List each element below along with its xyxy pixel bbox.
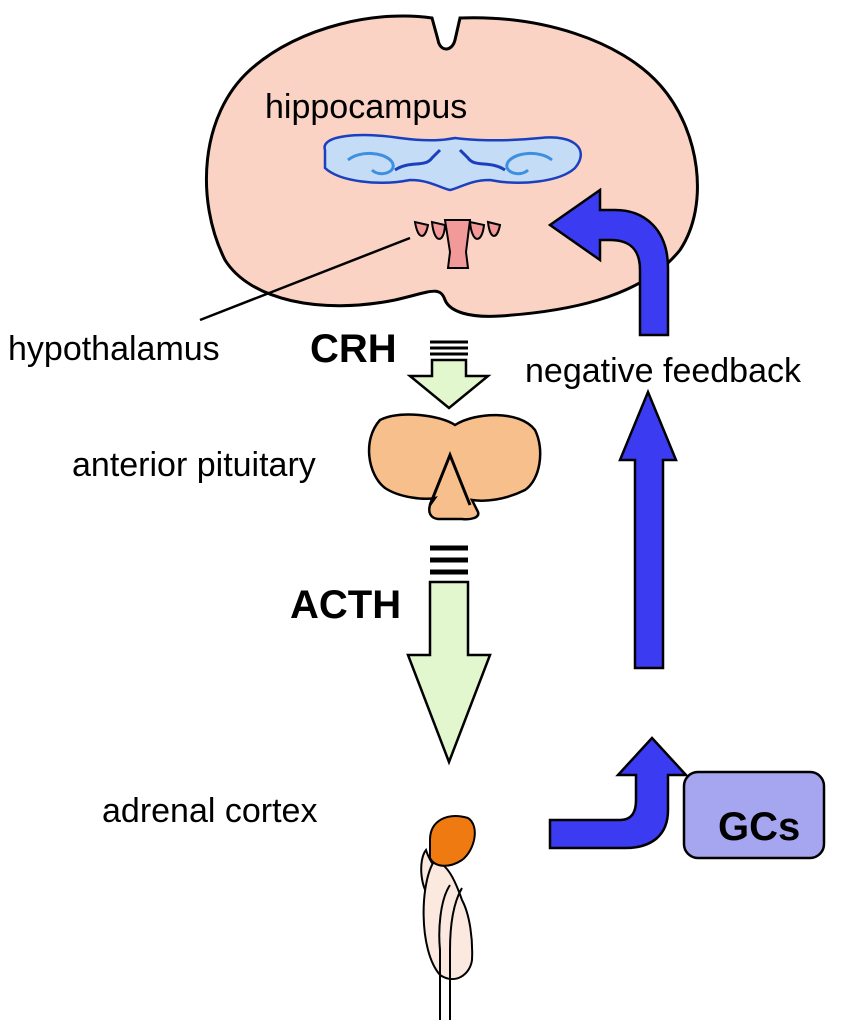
adrenal-kidney [420, 815, 476, 1020]
label-crh: CRH [310, 327, 397, 371]
gcs-arrow [548, 736, 689, 850]
label-acth: ACTH [290, 583, 401, 627]
gcs-box [682, 770, 826, 860]
label-negative-feedback: negative feedback [525, 352, 802, 390]
hypothalamus-pointer [199, 236, 411, 322]
feedback-arrow-straight [618, 388, 678, 670]
adrenal-gland [429, 815, 476, 867]
label-adrenal-cortex: adrenal cortex [102, 792, 317, 830]
feedback-arrow-curved [547, 187, 670, 337]
label-hippocampus: hippocampus [265, 88, 467, 126]
crh-arrow [406, 340, 492, 410]
pituitary-notch [428, 450, 472, 506]
label-anterior-pituitary: anterior pituitary [72, 446, 316, 484]
label-gcs: GCs [718, 805, 800, 849]
label-hypothalamus: hypothalamus [8, 330, 220, 368]
hippocampus-shape [323, 133, 582, 192]
acth-arrow [406, 545, 492, 766]
hypothalamus-shape [413, 219, 502, 269]
